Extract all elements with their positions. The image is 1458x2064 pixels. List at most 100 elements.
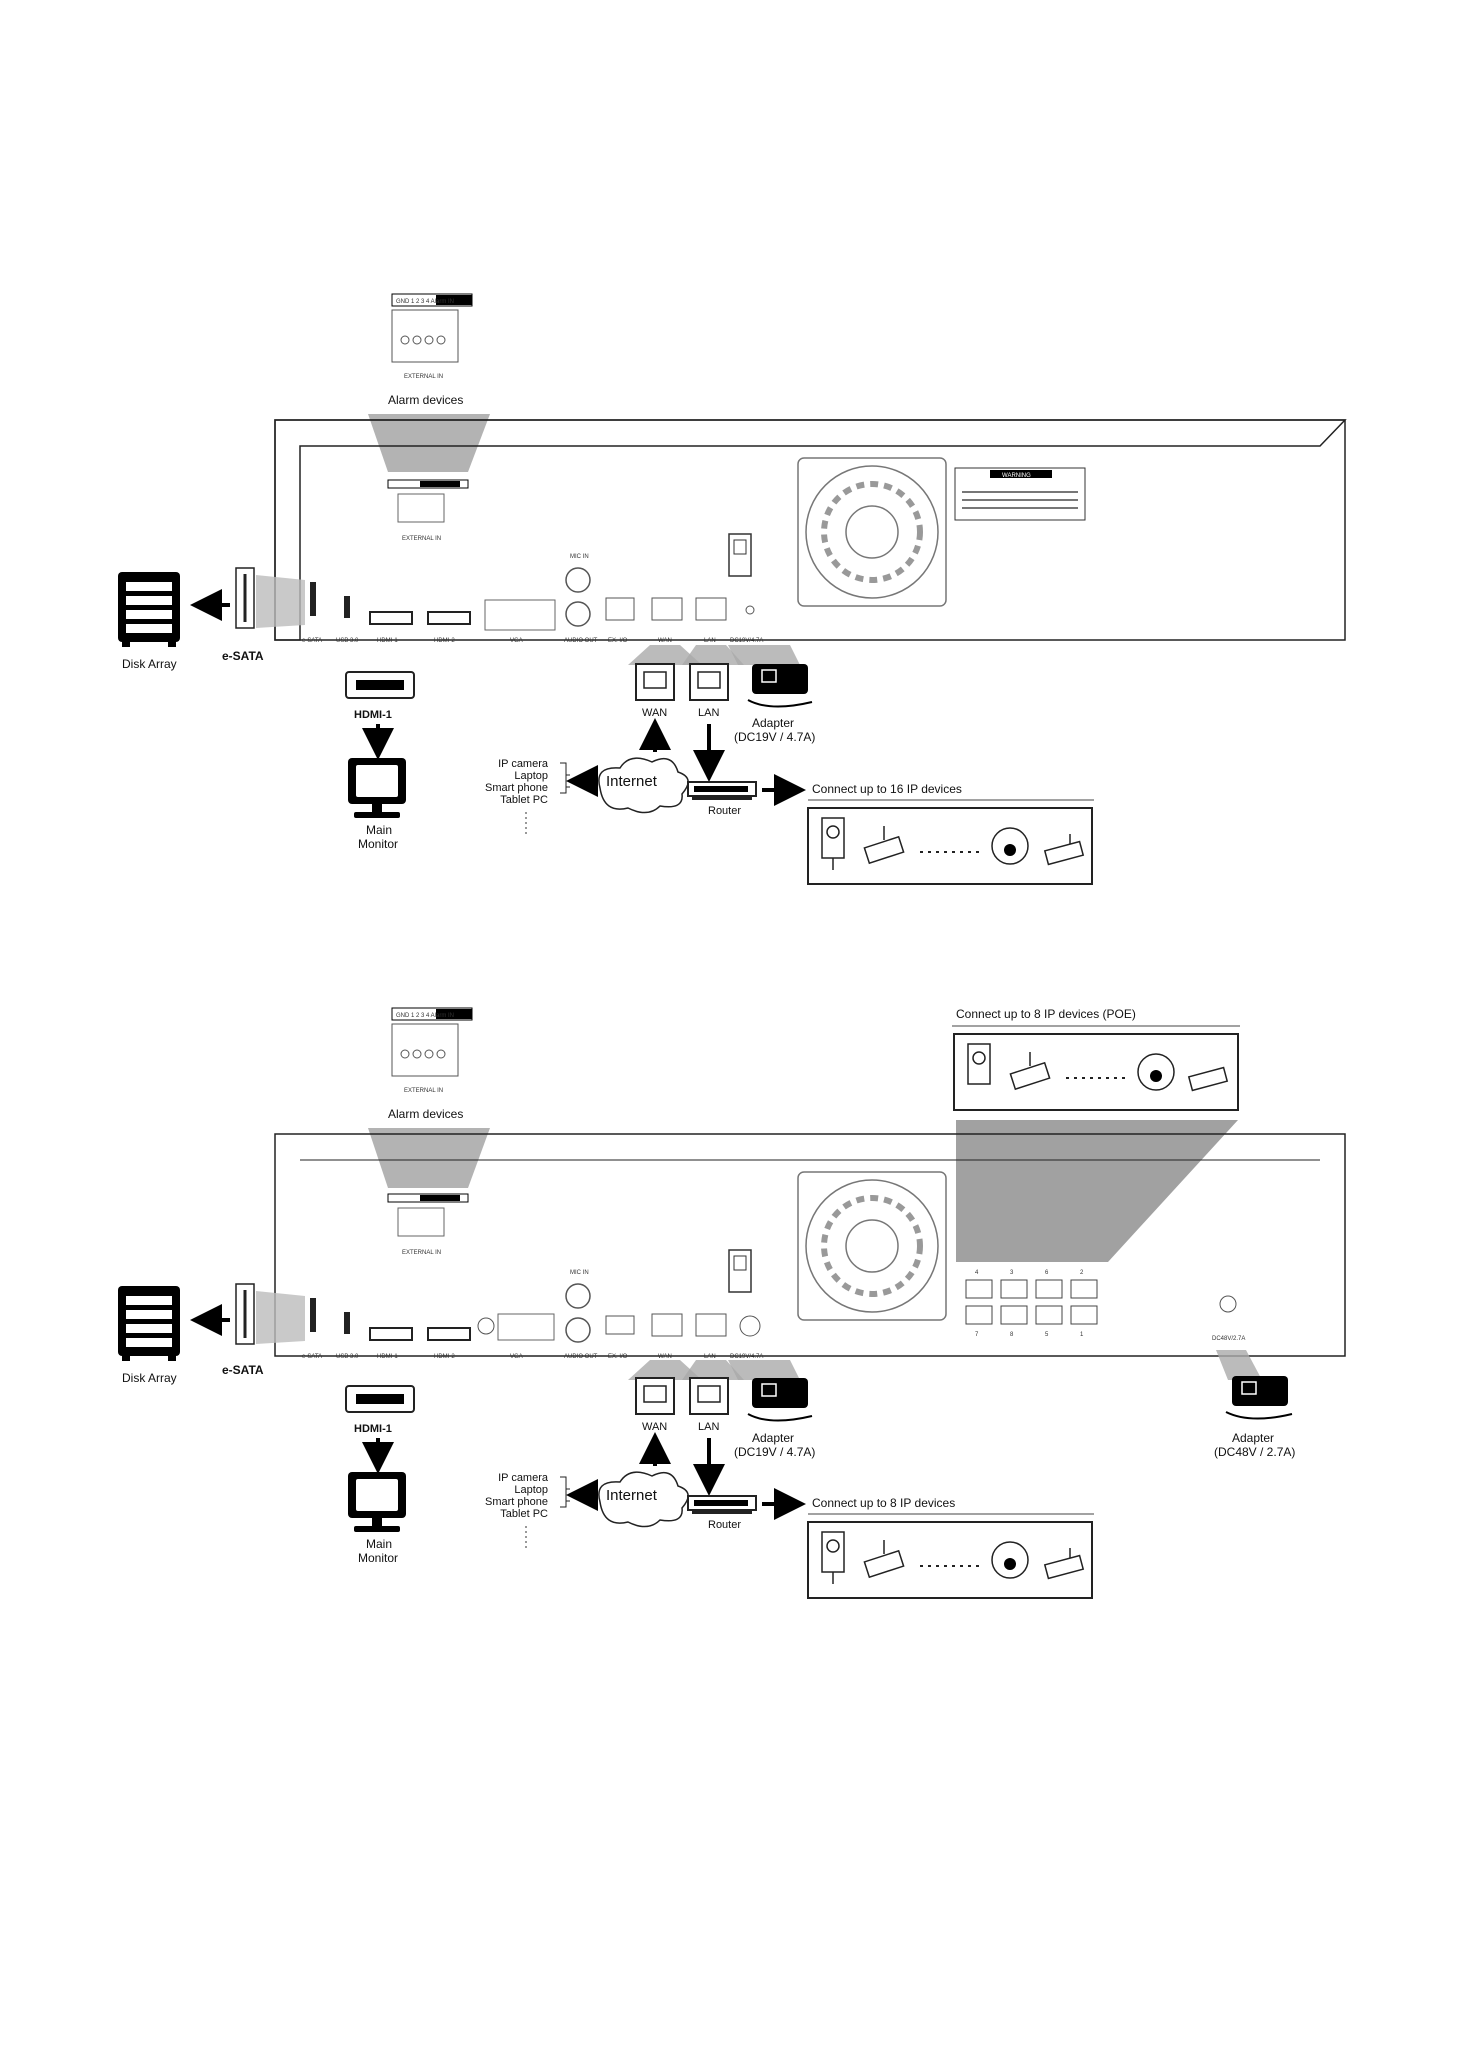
svg-text:Laptop: Laptop [514,770,548,782]
adapter-icon-2 [747,1378,813,1422]
svg-text:EX. I/O: EX. I/O [608,638,628,644]
adapter48-icon [1225,1376,1293,1420]
alarm-header: GND 1 2 3 4 Alarm IN [396,299,454,305]
svg-text:AUDIO OUT: AUDIO OUT [564,1354,598,1360]
bullet-camera-icon [1043,840,1085,866]
svg-text:5: 5 [1045,1332,1049,1338]
svg-text:WARNING: WARNING [1002,473,1031,479]
svg-text:Smart phone: Smart phone [485,782,548,794]
svg-text:EXTERNAL IN: EXTERNAL IN [402,536,441,542]
alarm-devices-label-2: Alarm devices [388,1107,463,1121]
hdmi-plug [345,671,415,699]
alarm-devices-label: Alarm devices [388,393,463,407]
main-monitor-label-2a: Main [366,1537,392,1551]
poe-projection [956,1120,1238,1262]
alarm-connector: GND 1 2 3 4 Alarm IN EXTERNAL IN [391,293,473,380]
port-row-1: e-SATA USB 3.0 HDMI-1 HDMI-2 VGA MIC IN … [302,554,763,644]
svg-text:Tablet PC: Tablet PC [500,1508,548,1520]
hdmi-label: HDMI-1 [354,709,392,721]
poe-port-grid: 4 3 6 2 7 8 5 1 [965,1270,1098,1338]
svg-text:Smart phone: Smart phone [485,1496,548,1508]
lan-plug [682,645,744,701]
alarm-header-2: GND 1 2 3 4 Alarm IN [396,1013,454,1019]
router-icon [687,781,757,800]
svg-text:MIC IN: MIC IN [570,1270,589,1276]
svg-text:IP camera: IP camera [498,758,549,770]
nvr-chassis-2: EXTERNAL IN 4 3 6 2 [274,1133,1346,1360]
svg-text:WAN: WAN [658,638,672,644]
adapter-label-1: Adapter [752,716,794,730]
svg-text:1: 1 [1080,1332,1084,1338]
alarm-projection [368,414,490,472]
internet-cloud-icon-2 [598,1471,689,1528]
svg-text:6: 6 [1045,1270,1049,1276]
svg-text:Laptop: Laptop [514,1484,548,1496]
adapter48-label-1: Adapter [1232,1431,1274,1445]
nvr-chassis-1: EXTERNAL IN WARNING [274,419,1347,644]
svg-text:HDMI-2: HDMI-2 [434,1354,455,1360]
alarm-connector-2: GND 1 2 3 4 Alarm IN EXTERNAL IN [391,1007,473,1094]
svg-text:DC48V/2.7A: DC48V/2.7A [1212,1336,1245,1342]
wan-plug [628,645,702,701]
svg-text:VGA: VGA [510,638,523,644]
disk-array-label-2: Disk Array [122,1371,177,1385]
svg-text:4: 4 [975,1270,979,1276]
svg-text:WAN: WAN [658,1354,672,1360]
svg-text:e-SATA: e-SATA [302,638,322,644]
diagram-2: GND 1 2 3 4 Alarm IN EXTERNAL IN Alarm d… [118,1007,1346,1599]
wan-plug-2 [628,1360,702,1415]
alarm-connector-label-2: EXTERNAL IN [404,1088,443,1094]
internet-label: Internet [606,773,658,790]
esata-label: e-SATA [222,649,264,663]
lan-plug-2 [682,1360,744,1415]
client-list-2: IP camera Laptop Smart phone Tablet PC [485,1472,570,1548]
connect-label: Connect up to 16 IP devices [812,782,962,796]
esata-label-2: e-SATA [222,1363,264,1377]
monitor-icon [348,758,406,818]
lan-label-2: LAN [698,1421,719,1433]
port-row-2: e-SATA USB 3.0 HDMI-1 HDMI-2 VGA MIC IN … [302,1270,763,1360]
monitor-icon-2 [348,1472,406,1532]
svg-text:HDMI-2: HDMI-2 [434,638,455,644]
disk-array-icon-2 [118,1286,180,1361]
svg-text:AUDIO OUT: AUDIO OUT [564,638,598,644]
svg-text:MIC IN: MIC IN [570,554,589,560]
adapter-label-2b: (DC19V / 4.7A) [734,1445,815,1459]
main-monitor-label-2: Monitor [358,837,398,851]
router-icon-2 [687,1495,757,1514]
client-list: IP camera Laptop Smart phone Tablet PC [485,758,570,834]
router-label: Router [708,805,741,817]
connect-label-2: Connect up to 8 IP devices [812,1496,955,1510]
svg-text:LAN: LAN [704,1354,716,1360]
svg-text:VGA: VGA [510,1354,523,1360]
hdmi-label-2: HDMI-1 [354,1423,392,1435]
adapter48-label-2: (DC48V / 2.7A) [1214,1445,1295,1459]
poe-devices-box [953,1033,1239,1111]
internet-label-2: Internet [606,1487,658,1504]
svg-text:DC19V/4.7A: DC19V/4.7A [730,638,763,644]
adapter-label-2: (DC19V / 4.7A) [734,730,815,744]
wan-label: WAN [642,707,667,719]
svg-text:USB 3.0: USB 3.0 [336,638,359,644]
svg-text:EX. I/O: EX. I/O [608,1354,628,1360]
svg-text:8: 8 [1010,1332,1014,1338]
svg-text:3: 3 [1010,1270,1014,1276]
svg-text:e-SATA: e-SATA [302,1354,322,1360]
adapter-label-2a: Adapter [752,1431,794,1445]
svg-text:Tablet PC: Tablet PC [500,794,548,806]
svg-text:USB 3.0: USB 3.0 [336,1354,359,1360]
lan-label: LAN [698,707,719,719]
alarm-connector-label: EXTERNAL IN [404,374,443,380]
wan-label-2: WAN [642,1421,667,1433]
svg-text:EXTERNAL IN: EXTERNAL IN [402,1250,441,1256]
hdmi-plug-2 [345,1385,415,1413]
disk-array-label: Disk Array [122,657,177,671]
adapter-icon [747,664,813,708]
svg-text:7: 7 [975,1332,979,1338]
svg-text:HDMI-1: HDMI-1 [377,1354,398,1360]
fan-icon [797,457,947,607]
poe-connect-label: Connect up to 8 IP devices (POE) [956,1007,1136,1021]
svg-text:HDMI-1: HDMI-1 [377,638,398,644]
disk-array-icon [118,572,180,647]
svg-text:LAN: LAN [704,638,716,644]
